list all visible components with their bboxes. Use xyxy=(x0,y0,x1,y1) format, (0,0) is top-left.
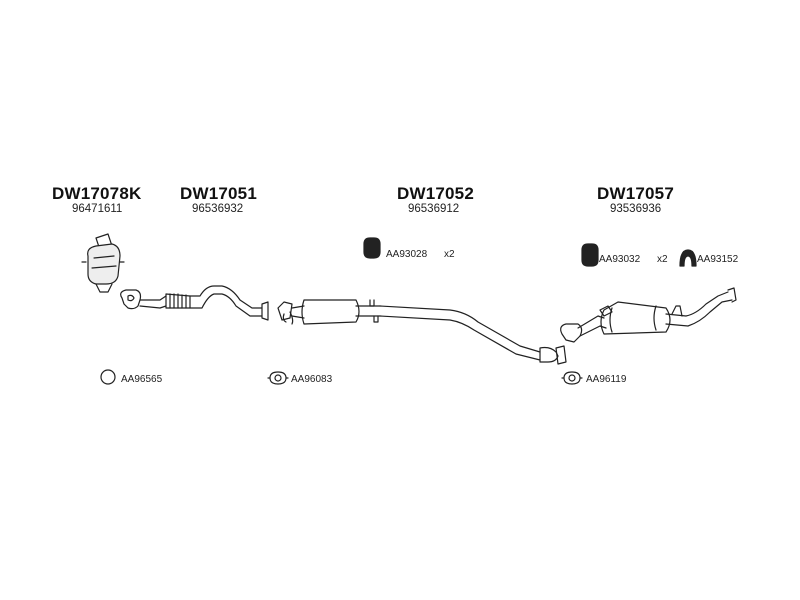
part-label-aa93028: AA93028 xyxy=(386,249,428,260)
qty-label-aa93028: x2 xyxy=(444,249,455,260)
middle-silencer-drawing xyxy=(277,299,567,365)
front-pipe-drawing xyxy=(120,285,269,321)
qty-label-aa93032: x2 xyxy=(657,254,668,265)
rubber-hanger-aa93032-icon xyxy=(581,243,599,267)
part-label-aa96083: AA96083 xyxy=(291,374,333,385)
catalytic-converter-drawing xyxy=(81,233,125,293)
part-code-dw17078k: DW17078K xyxy=(52,184,142,203)
oem-number-93536936: 93536936 xyxy=(610,203,662,215)
sealing-ring-aa96565-icon xyxy=(100,369,116,385)
rear-silencer-drawing xyxy=(560,287,737,343)
part-label-aa96565: AA96565 xyxy=(121,374,163,385)
part-code-dw17052: DW17052 xyxy=(397,184,474,203)
oem-number-96471611: 96471611 xyxy=(72,203,123,215)
part-label-aa93032: AA93032 xyxy=(599,254,641,265)
rubber-hanger-aa93152-icon xyxy=(679,249,697,267)
gasket-aa96083-icon xyxy=(267,371,289,385)
oem-number-96536912: 96536912 xyxy=(408,203,460,215)
rubber-hanger-aa93028-icon xyxy=(363,237,381,259)
gasket-aa96119-icon xyxy=(561,371,583,385)
part-code-dw17051: DW17051 xyxy=(180,184,257,203)
part-code-dw17057: DW17057 xyxy=(597,184,674,203)
part-label-aa93152: AA93152 xyxy=(697,254,739,265)
oem-number-96536932: 96536932 xyxy=(192,203,244,215)
part-label-aa96119: AA96119 xyxy=(586,374,627,385)
